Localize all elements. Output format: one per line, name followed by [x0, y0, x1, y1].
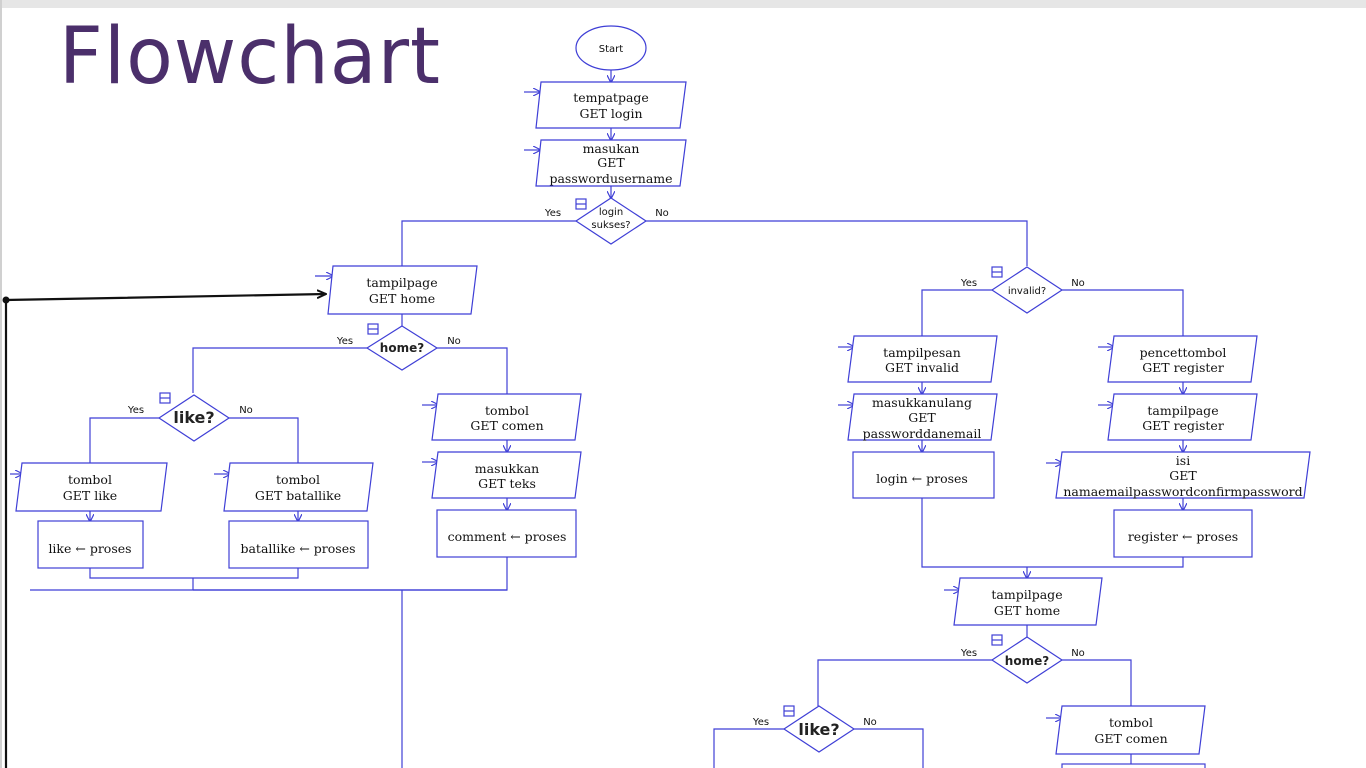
- process-like-proses: like ← proses: [37, 520, 144, 569]
- svg-text:tempatpage: tempatpage: [573, 90, 649, 105]
- input-isi-register: isi GET namaemailpasswordconfirmpassword: [1055, 451, 1311, 499]
- svg-text:isi: isi: [1176, 453, 1190, 468]
- svg-text:GET like: GET like: [63, 488, 117, 503]
- svg-text:GET batallike: GET batallike: [255, 488, 341, 503]
- svg-text:like?: like?: [798, 720, 839, 739]
- svg-text:Yes: Yes: [960, 648, 977, 659]
- svg-text:GET teks: GET teks: [478, 476, 536, 491]
- start-terminal: Start: [575, 25, 647, 71]
- svg-text:tampilpage: tampilpage: [1147, 403, 1218, 418]
- top-border: [0, 0, 1366, 8]
- svg-text:login ← proses: login ← proses: [876, 471, 968, 486]
- svg-text:comment ← proses: comment ← proses: [448, 529, 567, 544]
- process-tampil-register: tampilpage GET register: [1107, 393, 1258, 441]
- input-masukkan-ulang: masukkanulang GET passworddanemail: [847, 393, 998, 441]
- svg-text:GET: GET: [597, 155, 625, 170]
- svg-text:register ← proses: register ← proses: [1128, 529, 1238, 544]
- svg-text:GET comen: GET comen: [470, 418, 543, 433]
- svg-text:Yes: Yes: [336, 336, 353, 347]
- svg-text:GET login: GET login: [580, 106, 643, 121]
- svg-text:Start: Start: [599, 44, 624, 55]
- svg-text:tampilpage: tampilpage: [366, 275, 437, 290]
- process-home-right: tampilpage GET home: [953, 577, 1103, 626]
- svg-text:GET register: GET register: [1142, 360, 1224, 375]
- svg-text:passworddanemail: passworddanemail: [863, 426, 982, 441]
- decision-home-right: home? Yes No: [960, 634, 1085, 684]
- page-title: Flowchart: [58, 12, 441, 102]
- process-home-left: tampilpage GET home: [327, 265, 478, 315]
- input-login: masukan GET passwordusername: [535, 139, 687, 187]
- svg-text:Yes: Yes: [960, 278, 977, 289]
- svg-text:home?: home?: [380, 341, 424, 355]
- process-tombol-batallike: tombol GET batallike: [223, 462, 374, 512]
- svg-text:masukkanulang: masukkanulang: [872, 395, 972, 410]
- svg-text:like?: like?: [173, 408, 214, 427]
- svg-text:login: login: [599, 207, 623, 218]
- svg-text:tampilpesan: tampilpesan: [883, 345, 961, 360]
- svg-text:GET register: GET register: [1142, 418, 1224, 433]
- process-tombol-comen-left: tombol GET comen: [431, 393, 582, 441]
- svg-text:Yes: Yes: [752, 717, 769, 728]
- process-register-proses: register ← proses: [1113, 509, 1253, 558]
- process-tampil-pesan: tampilpesan GET invalid: [847, 335, 998, 383]
- connectors: [10, 70, 1183, 768]
- svg-text:home?: home?: [1005, 654, 1049, 668]
- svg-text:No: No: [447, 336, 461, 347]
- process-masukkan-teks: masukkan GET teks: [431, 451, 582, 499]
- svg-text:passwordusername: passwordusername: [549, 171, 672, 186]
- svg-text:GET comen: GET comen: [1094, 731, 1167, 746]
- svg-text:masukan: masukan: [583, 141, 640, 156]
- loop-back-arrow: [2, 294, 327, 768]
- svg-text:namaemailpasswordconfirmpasswo: namaemailpasswordconfirmpassword: [1063, 484, 1302, 499]
- svg-text:tampilpage: tampilpage: [991, 587, 1062, 602]
- svg-text:masukkan: masukkan: [475, 461, 539, 476]
- svg-text:like ← proses: like ← proses: [48, 541, 131, 556]
- svg-text:invalid?: invalid?: [1008, 286, 1046, 297]
- decision-like-left: like? Yes No: [127, 392, 253, 442]
- svg-text:tombol: tombol: [276, 472, 320, 487]
- svg-text:GET: GET: [1169, 468, 1197, 483]
- svg-text:sukses?: sukses?: [591, 220, 630, 231]
- process-login-proses: login ← proses: [852, 451, 995, 499]
- svg-text:GET: GET: [908, 410, 936, 425]
- svg-text:No: No: [239, 405, 253, 416]
- svg-text:No: No: [1071, 648, 1085, 659]
- svg-text:Yes: Yes: [544, 208, 561, 219]
- svg-text:tombol: tombol: [1109, 715, 1153, 730]
- svg-text:Yes: Yes: [127, 405, 144, 416]
- left-border: [0, 0, 2, 768]
- svg-text:tombol: tombol: [485, 403, 529, 418]
- decision-invalid: invalid? Yes No: [960, 266, 1085, 314]
- svg-text:GET home: GET home: [369, 291, 435, 306]
- svg-text:GET invalid: GET invalid: [885, 360, 959, 375]
- svg-text:GET home: GET home: [994, 603, 1060, 618]
- svg-text:tombol: tombol: [68, 472, 112, 487]
- decision-login: login sukses? Yes No: [544, 197, 669, 245]
- process-pencet-tombol: pencettombol GET register: [1107, 335, 1258, 383]
- process-batallike-proses: batallike ← proses: [228, 520, 369, 569]
- svg-text:No: No: [1071, 278, 1085, 289]
- process-comment-proses: comment ← proses: [436, 509, 577, 558]
- process-tombol-comen-right: tombol GET comen: [1055, 705, 1206, 768]
- decision-like-right: like? Yes No: [752, 705, 877, 753]
- svg-text:No: No: [863, 717, 877, 728]
- svg-text:No: No: [655, 208, 669, 219]
- process-tombol-like: tombol GET like: [15, 462, 168, 512]
- process-login-page: tempatpage GET login: [535, 81, 687, 129]
- decision-home-left: home? Yes No: [336, 323, 461, 371]
- svg-text:batallike ← proses: batallike ← proses: [240, 541, 355, 556]
- svg-text:pencettombol: pencettombol: [1140, 345, 1227, 360]
